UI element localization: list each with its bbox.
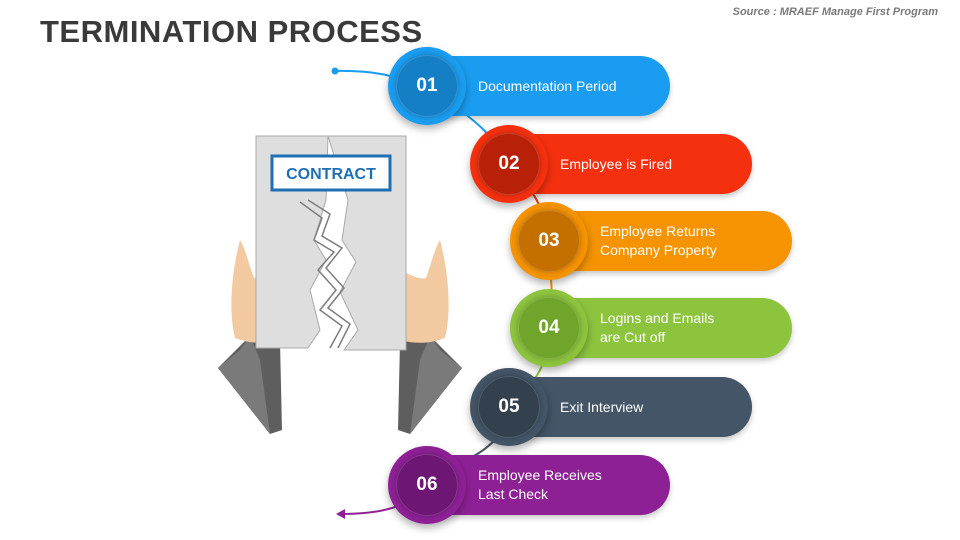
- step-label: Logins and Emails are Cut off: [600, 310, 715, 345]
- step-number: 02: [478, 133, 540, 195]
- step-number: 05: [478, 376, 540, 438]
- step-number: 03: [518, 210, 580, 272]
- step-badge: 05: [470, 368, 548, 446]
- right-hand: [400, 240, 449, 343]
- source-note: Source : MRAEF Manage First Program: [732, 6, 938, 18]
- step-label: Employee Receives Last Check: [478, 467, 602, 502]
- step-label: Documentation Period: [478, 77, 617, 94]
- step-badge: 01: [388, 47, 466, 125]
- step-label: Exit Interview: [560, 398, 644, 415]
- step-badge: 02: [470, 125, 548, 203]
- step-label: Employee is Fired: [560, 155, 673, 172]
- step-badge: 03: [510, 202, 588, 280]
- torn-contract-illustration: CONTRACT: [218, 135, 462, 434]
- contract-label: CONTRACT: [286, 166, 376, 183]
- step-number: 01: [396, 55, 458, 117]
- step-number: 04: [518, 297, 580, 359]
- step-label: Employee Returns Company Property: [600, 223, 717, 258]
- step-number: 06: [396, 454, 458, 516]
- step-badge: 06: [388, 446, 466, 524]
- step-badge: 04: [510, 289, 588, 367]
- page-title: TERMINATION PROCESS: [40, 14, 423, 49]
